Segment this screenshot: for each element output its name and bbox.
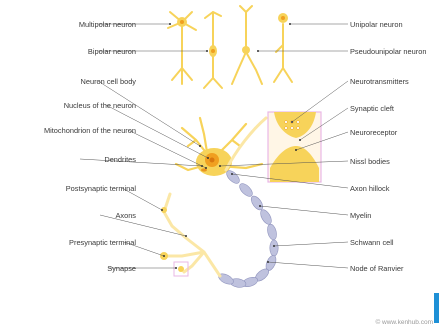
axon-terminal-branches: [164, 194, 220, 276]
label-synapse: Synapse: [107, 264, 136, 273]
leader-dot: [219, 165, 221, 167]
bipolar-neuron-nucleus: [211, 49, 215, 53]
leader-dot: [161, 209, 163, 211]
leader-dot: [199, 145, 201, 147]
label-neurotransmitters: Neurotransmitters: [350, 77, 409, 86]
label-multipolar-neuron: Multipolar neuron: [79, 20, 136, 29]
brand-accent-tab: [434, 293, 439, 323]
pseudounipolar-neuron-soma: [242, 46, 250, 54]
label-node-of-ranvier: Node of Ranvier: [350, 264, 403, 273]
leader-line: [274, 242, 348, 246]
leader-line: [80, 159, 202, 166]
leader-dot: [257, 50, 259, 52]
myelin-sheath-segment: [266, 223, 278, 241]
leader-dot: [185, 235, 187, 237]
leader-dot: [291, 121, 293, 123]
leader-dot: [175, 267, 177, 269]
neurotransmitter-vesicle: [285, 127, 288, 130]
neurotransmitter-vesicle: [297, 121, 300, 124]
main-neuron-nucleolus: [210, 158, 215, 163]
label-neuroreceptor: Neuroreceptor: [350, 128, 397, 137]
myelin-sheath-segment: [270, 240, 278, 256]
neuron-drawings: [160, 6, 321, 289]
leader-dot: [231, 173, 233, 175]
leader-line: [268, 262, 348, 268]
unipolar-neuron-nucleus: [281, 16, 285, 20]
leader-dot: [259, 205, 261, 207]
myelin-sheath-segment: [258, 208, 273, 226]
label-mitochondrion-of-the-neuron: Mitochondrion of the neuron: [44, 126, 136, 135]
label-neuron-cell-body: Neuron cell body: [81, 77, 136, 86]
label-axon-hillock: Axon hillock: [350, 184, 389, 193]
label-myelin: Myelin: [350, 211, 371, 220]
leader-line: [98, 81, 200, 146]
label-synaptic-cleft: Synaptic cleft: [350, 104, 394, 113]
leader-dot: [289, 23, 291, 25]
label-presynaptic-terminal: Presynaptic terminal: [69, 238, 136, 247]
leader-dot: [295, 149, 297, 151]
pseudounipolar-neuron-processes: [232, 6, 262, 84]
label-nucleus-of-the-neuron: Nucleus of the neuron: [64, 101, 136, 110]
label-axons: Axons: [115, 211, 136, 220]
label-postsynaptic-terminal: Postsynaptic terminal: [66, 184, 136, 193]
myelin-sheath-segment: [237, 181, 254, 198]
leader-dot: [205, 167, 207, 169]
multipolar-neuron-nucleus: [180, 20, 184, 24]
synapse-bulb: [178, 266, 184, 272]
label-dendrites: Dendrites: [104, 155, 136, 164]
unipolar-neuron-processes: [274, 24, 292, 82]
leader-dot: [267, 261, 269, 263]
label-bipolar-neuron: Bipolar neuron: [88, 47, 136, 56]
neurotransmitter-vesicle: [291, 127, 294, 130]
leader-dot: [207, 157, 209, 159]
leader-dot: [169, 23, 171, 25]
axon-to-inset: [226, 118, 266, 170]
leader-dot: [273, 245, 275, 247]
neurotransmitter-vesicle: [297, 127, 300, 130]
kenhub-watermark: © www.kenhub.com: [375, 319, 433, 326]
label-pseudounipolar-neuron: Pseudounipolar neuron: [350, 47, 426, 56]
leader-dot: [201, 165, 203, 167]
leader-dot: [299, 139, 301, 141]
leader-dot: [206, 50, 208, 52]
label-unipolar-neuron: Unipolar neuron: [350, 20, 403, 29]
label-schwann-cell: Schwann cell: [350, 238, 394, 247]
leader-dot: [163, 255, 165, 257]
label-nissl-bodies: Nissl bodies: [350, 157, 390, 166]
myelin-sheath-segment: [249, 194, 265, 212]
leader-line: [260, 206, 348, 215]
neurotransmitter-vesicle: [285, 121, 288, 124]
